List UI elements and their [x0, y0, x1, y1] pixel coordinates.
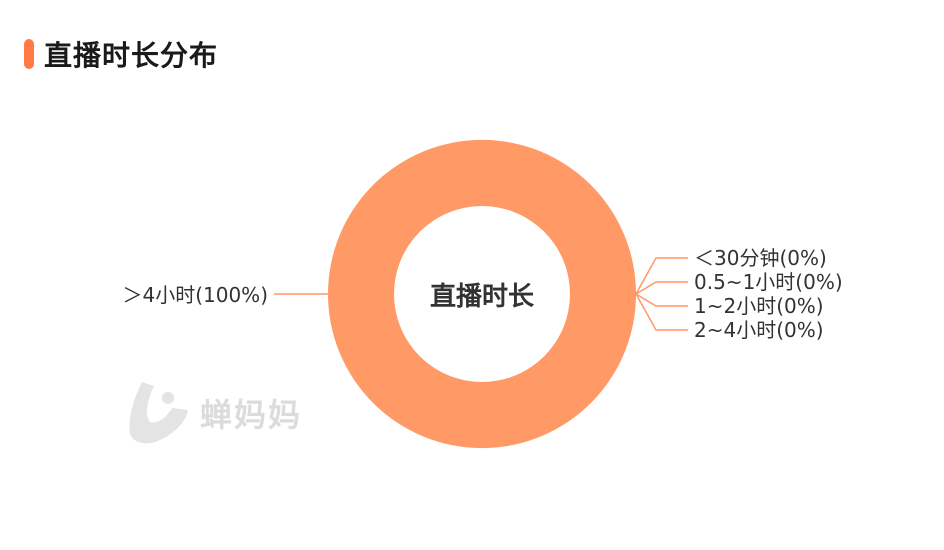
- watermark: 蝉妈妈: [124, 378, 302, 448]
- slice-label: 2~4小时(0%): [694, 318, 824, 342]
- donut-ring: [327, 139, 636, 449]
- slice-labels: ＞4小时(100%) ＜30分钟(0%)0.5~1小时(0%)1~2小时(0%)2…: [122, 246, 842, 342]
- center-label: 直播时长: [430, 282, 535, 312]
- section-header: 直播时长分布: [24, 34, 218, 74]
- slice-label: 1~2小时(0%): [694, 294, 824, 318]
- cicada-logo-icon: [129, 382, 188, 444]
- leader-lines: [274, 257, 688, 331]
- slice-label: ＜30分钟(0%): [694, 246, 827, 270]
- slice-label: ＞4小时(100%): [122, 283, 268, 307]
- accent-bar: [24, 39, 34, 69]
- leader-line: [635, 293, 688, 307]
- leader-line: [635, 281, 688, 295]
- leader-line: [635, 293, 688, 331]
- slice-label: 0.5~1小时(0%): [694, 270, 843, 294]
- watermark-text: 蝉妈妈: [200, 396, 303, 434]
- page-title: 直播时长分布: [44, 39, 219, 72]
- pie-slice: [327, 139, 636, 449]
- leader-line: [635, 257, 688, 295]
